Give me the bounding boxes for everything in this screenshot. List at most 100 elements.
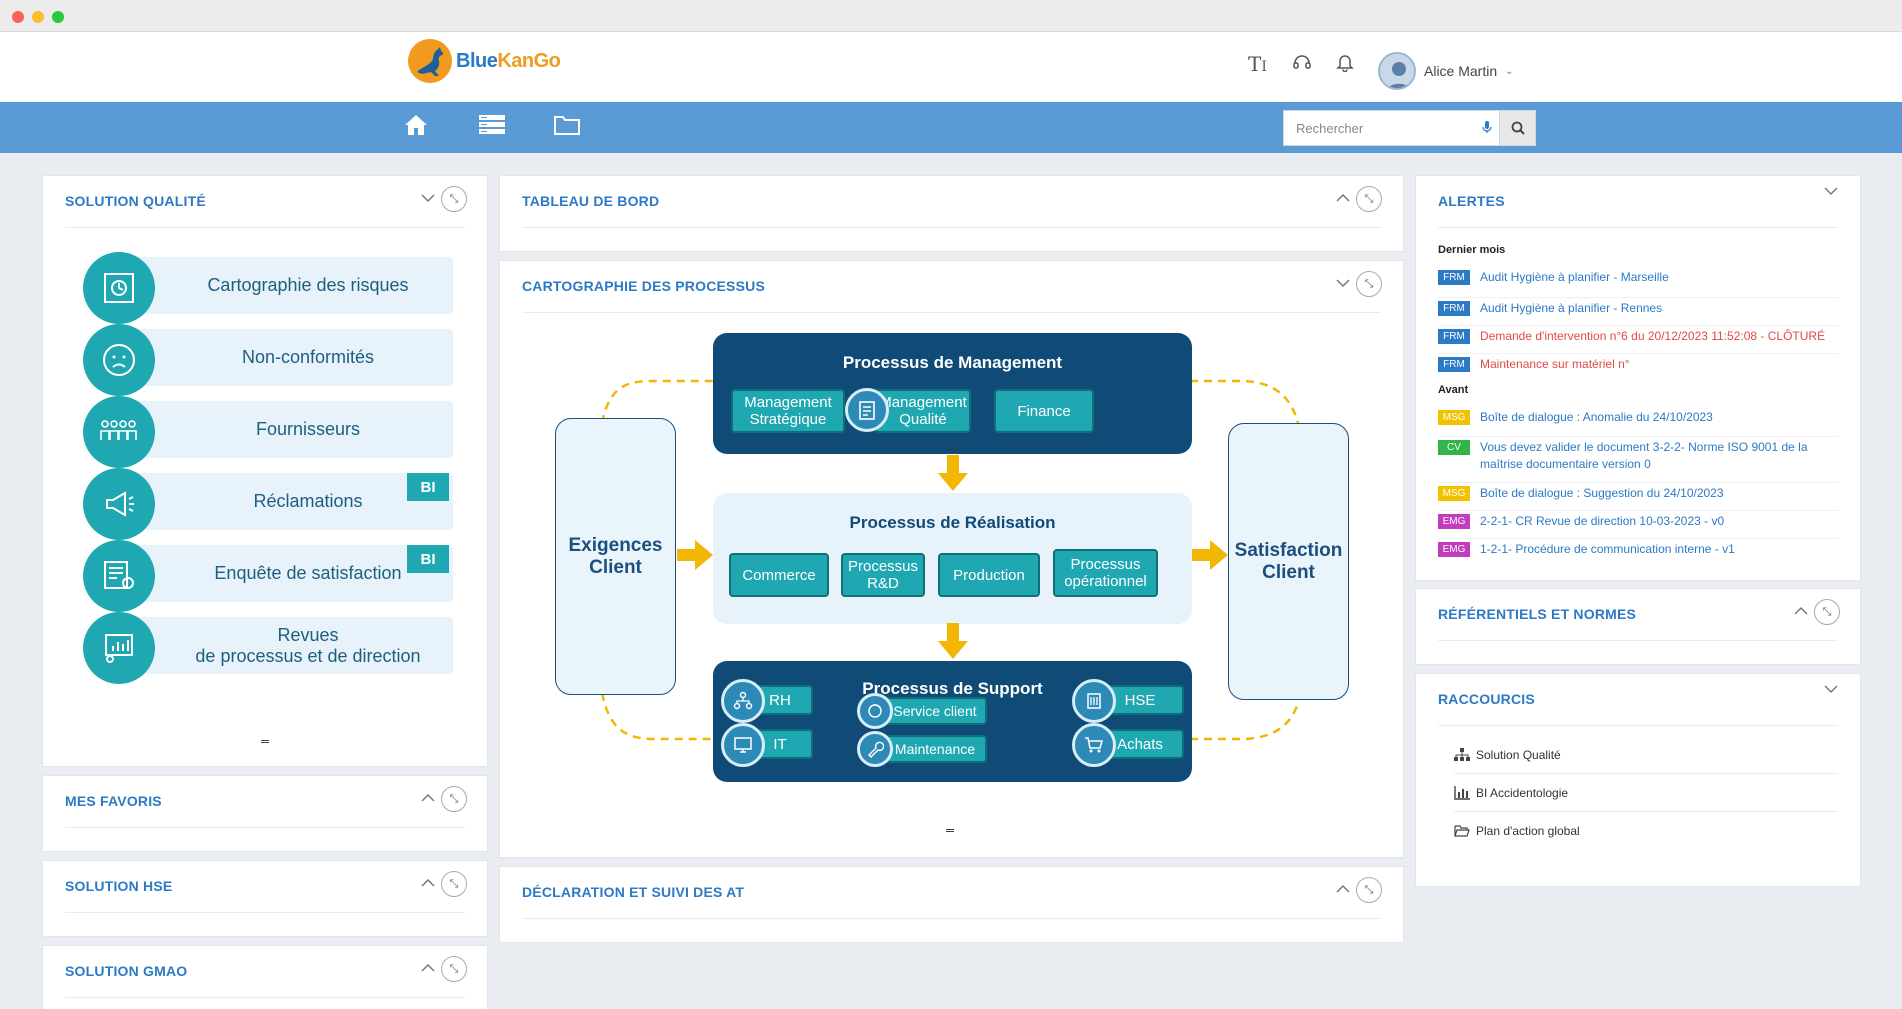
resize-handle-icon[interactable] [946, 829, 954, 832]
panel-solution-qualite: SOLUTION QUALITÉ ⤡ Cartographie des risq… [42, 175, 488, 767]
quality-item-label: Non-conformités [241, 347, 375, 367]
support-process-box[interactable]: Processus de Support RH IT Service clien… [713, 661, 1192, 782]
bi-badge[interactable]: BI [407, 473, 449, 501]
collapse-chevron-up-icon[interactable] [421, 793, 435, 805]
expand-icon[interactable]: ⤡ [1356, 877, 1382, 903]
panel-mes-favoris: MES FAVORIS ⤡ [42, 775, 488, 852]
alert-item[interactable]: FRM Maintenance sur matériel n° [1438, 353, 1838, 373]
quality-item-label: Enquête de satisfaction [214, 563, 402, 583]
collapse-chevron-up-icon[interactable] [1794, 606, 1808, 618]
chip-maintenance[interactable]: Maintenance [883, 735, 987, 763]
realisation-process-box[interactable]: Processus de Réalisation Commerce Proces… [713, 493, 1192, 624]
home-icon[interactable] [403, 112, 429, 143]
collapse-chevron-down-icon[interactable] [1824, 684, 1838, 696]
alert-text[interactable]: Boîte de dialogue : Suggestion du 24/10/… [1480, 486, 1724, 500]
alert-text[interactable]: Audit Hygiène à planifier - Rennes [1480, 301, 1663, 315]
quality-item-enquete[interactable]: Enquête de satisfaction BI [83, 540, 453, 612]
org-chart-icon [721, 679, 765, 723]
collapse-chevron-up-icon[interactable] [421, 878, 435, 890]
arrow-right-icon [1192, 540, 1228, 570]
bi-badge[interactable]: BI [407, 545, 449, 573]
alert-text[interactable]: 2-2-1- CR Revue de direction 10-03-2023 … [1480, 514, 1725, 528]
section-label-before: Avant [1438, 384, 1469, 396]
quality-item-reclamations[interactable]: Réclamations BI [83, 468, 453, 540]
folder-icon[interactable] [553, 112, 581, 143]
alert-item[interactable]: EMG 1-2-1- Procédure de communication in… [1438, 538, 1838, 558]
headset-icon[interactable] [1292, 52, 1312, 78]
alert-tag: CV [1438, 440, 1470, 455]
expand-icon[interactable]: ⤡ [441, 956, 467, 982]
arrow-right-icon [677, 540, 713, 570]
collapse-chevron-up-icon[interactable] [1336, 884, 1350, 896]
alert-text[interactable]: Vous devez valider le document 3-2-2- No… [1480, 440, 1808, 471]
realisation-title: Processus de Réalisation [849, 513, 1056, 532]
alert-tag: FRM [1438, 329, 1470, 344]
alert-item[interactable]: CV Vous devez valider le document 3-2-2-… [1438, 436, 1838, 473]
avatar [1378, 52, 1416, 90]
close-window-button[interactable] [12, 11, 24, 23]
quality-item-fournisseurs[interactable]: Fournisseurs [83, 396, 453, 468]
alert-item[interactable]: EMG 2-2-1- CR Revue de direction 10-03-2… [1438, 510, 1838, 530]
collapse-chevron-up-icon[interactable] [421, 963, 435, 975]
chip-service-client[interactable]: Service client [883, 697, 987, 725]
search-input[interactable]: Rechercher [1296, 120, 1364, 136]
alert-text[interactable]: Maintenance sur matériel n° [1480, 357, 1630, 371]
shortcut-label: Solution Qualité [1476, 747, 1561, 762]
alert-item[interactable]: FRM Audit Hygiène à planifier - Marseill… [1438, 269, 1838, 286]
panel-title: SOLUTION GMAO [65, 963, 188, 979]
alert-item[interactable]: FRM Audit Hygiène à planifier - Rennes [1438, 297, 1838, 317]
chip-finance[interactable]: Finance [994, 389, 1094, 433]
quality-item-non-conformites[interactable]: Non-conformités [83, 324, 453, 396]
text-size-icon[interactable]: TI [1248, 52, 1267, 76]
shortcut-solution-qualite[interactable]: Solution Qualité [1454, 736, 1838, 774]
quality-item-risques[interactable]: Cartographie des risques [83, 252, 453, 324]
collapse-chevron-up-icon[interactable] [1336, 193, 1350, 205]
quality-item-label: Fournisseurs [255, 419, 361, 439]
alert-item[interactable]: FRM Demande d'intervention n°6 du 20/12/… [1438, 325, 1838, 345]
expand-icon[interactable]: ⤡ [441, 786, 467, 812]
alert-text[interactable]: Audit Hygiène à planifier - Marseille [1480, 270, 1669, 284]
expand-icon[interactable]: ⤡ [1814, 599, 1840, 625]
alert-tag: EMG [1438, 514, 1470, 529]
alert-text[interactable]: 1-2-1- Procédure de communication intern… [1480, 542, 1735, 556]
minimize-window-button[interactable] [32, 11, 44, 23]
window-chrome [0, 0, 1902, 32]
search-button[interactable] [1499, 111, 1535, 145]
panel-title: SOLUTION HSE [65, 878, 173, 894]
chip-production[interactable]: Production [938, 553, 1040, 597]
alert-item[interactable]: MSG Boîte de dialogue : Suggestion du 24… [1438, 482, 1838, 502]
chip-commerce[interactable]: Commerce [729, 553, 829, 597]
user-menu[interactable]: Alice Martin ⌄ [1378, 52, 1514, 90]
expand-icon[interactable]: ⤡ [1356, 271, 1382, 297]
expand-icon[interactable]: ⤡ [1356, 186, 1382, 212]
expand-icon[interactable]: ⤡ [441, 871, 467, 897]
shortcut-plan-action[interactable]: Plan d'action global [1454, 812, 1838, 850]
expand-icon[interactable]: ⤡ [441, 186, 467, 212]
alert-item[interactable]: MSG Boîte de dialogue : Anomalie du 24/1… [1438, 409, 1838, 426]
resize-handle-icon[interactable] [261, 740, 269, 743]
server-list-icon[interactable] [478, 112, 506, 143]
user-name: Alice Martin [1424, 63, 1498, 79]
collapse-chevron-down-icon[interactable] [1336, 278, 1350, 290]
panel-referentiels: RÉFÉRENTIELS ET NORMES ⤡ [1415, 588, 1861, 665]
sad-face-icon [83, 324, 155, 396]
alert-text[interactable]: Boîte de dialogue : Anomalie du 24/10/20… [1480, 410, 1713, 424]
collapse-chevron-down-icon[interactable] [421, 193, 435, 205]
logo[interactable]: BlueKanGo [408, 39, 561, 83]
app-header: BlueKanGo TI Alice Martin ⌄ [0, 32, 1902, 102]
clipboard-icon [845, 388, 889, 432]
maximize-window-button[interactable] [52, 11, 64, 23]
bell-icon[interactable] [1335, 52, 1355, 78]
alert-text[interactable]: Demande d'intervention n°6 du 20/12/2023… [1480, 329, 1826, 343]
collapse-chevron-down-icon[interactable] [1824, 186, 1838, 198]
microphone-icon[interactable] [1475, 120, 1499, 137]
shortcut-bi-accidentologie[interactable]: BI Accidentologie [1454, 774, 1838, 812]
